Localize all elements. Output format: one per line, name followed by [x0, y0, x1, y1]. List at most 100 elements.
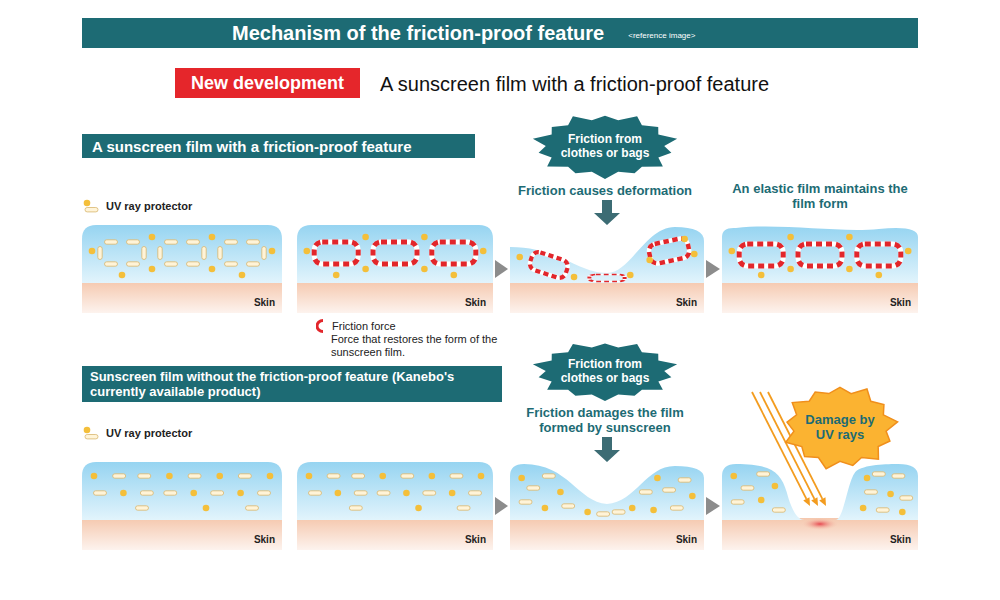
film-illustration [297, 462, 493, 550]
drawing-part [450, 474, 463, 478]
skin-label: Skin [890, 534, 911, 546]
legend-row: UV ray protector [82, 199, 192, 213]
legend-row: UV ray protector [82, 426, 192, 440]
drawing-part [335, 490, 342, 497]
drawing-part [892, 474, 905, 478]
skin-panel: Skin [722, 225, 918, 313]
drawing-part [562, 504, 575, 508]
legend-note: Force that restores the form of the suns… [331, 333, 501, 359]
drawing-part [98, 247, 102, 260]
subtitle: A sunscreen film with a friction-proof f… [380, 72, 769, 96]
drawing-part [589, 274, 624, 281]
drawing-part [612, 510, 625, 514]
skin-layer [82, 281, 282, 313]
drawing-part [670, 506, 683, 510]
sunscreen-film [510, 464, 704, 520]
title-bar: Mechanism of the friction-proof feature<… [82, 18, 918, 48]
skin-label: Skin [890, 297, 911, 309]
drawing-part [354, 491, 367, 495]
drawing-part [314, 242, 358, 264]
skin-label: Skin [465, 297, 486, 309]
drawing-part [528, 250, 569, 279]
uv-protectors [729, 234, 912, 279]
drawing-part [786, 387, 898, 468]
drawing-part [362, 266, 369, 273]
drawing-part [218, 247, 222, 260]
drawing-part [787, 234, 794, 241]
drawing-part [352, 474, 365, 478]
drawing-part [480, 248, 487, 255]
drawing-part [211, 491, 224, 495]
drawing-part [421, 234, 428, 241]
drawing-part [519, 500, 532, 504]
drawing-part [247, 240, 260, 244]
drawing-part [864, 475, 871, 482]
drawing-part [860, 505, 867, 512]
skin-panel: Skin [722, 462, 918, 550]
legend-sample [316, 319, 328, 333]
drawing-part [94, 491, 107, 495]
drawing-part [327, 474, 340, 478]
legend-sample [82, 426, 102, 440]
drawing-part [451, 272, 458, 279]
drawing-part [731, 500, 744, 504]
drawing-part [527, 486, 540, 490]
drawing-part [533, 343, 677, 401]
drawing-part [900, 496, 913, 500]
drawing-part [216, 473, 223, 480]
drawing-part [306, 473, 313, 480]
legend-text: UV ray protector [106, 200, 192, 212]
drawing-part [557, 489, 564, 496]
drawing-part [91, 473, 98, 480]
drawing-part [373, 242, 417, 264]
uv-protectors [306, 473, 485, 512]
drawing-part [105, 240, 118, 244]
skin-layer [297, 281, 493, 313]
drawing-part [269, 248, 276, 255]
skin-layer [82, 518, 282, 550]
drawing-part [803, 497, 810, 506]
drawing-part [187, 240, 200, 244]
drawing-part [516, 254, 523, 261]
drawing-part [846, 234, 853, 241]
drawing-part [629, 505, 636, 512]
drawing-part [84, 427, 91, 434]
drawing-part [757, 472, 770, 476]
drawing-part [98, 240, 146, 266]
drawing-part [857, 244, 901, 266]
drawing-part [138, 474, 151, 478]
drawing-part [188, 474, 201, 478]
drawing-part [584, 509, 591, 516]
drawing-part [589, 274, 624, 281]
drawing-part [432, 242, 476, 264]
drawing-part [202, 247, 206, 260]
flow-arrow [594, 200, 620, 225]
drawing-part [899, 509, 906, 516]
drawing-part [787, 266, 794, 273]
sunscreen-film [510, 227, 704, 283]
uv-protectors [91, 473, 274, 512]
friction-burst: Friction from clothes or bagsFriction da… [505, 340, 705, 435]
reference-note: <reference image> [628, 27, 695, 40]
sunscreen-film [297, 462, 493, 520]
drawing-part [209, 234, 216, 241]
damage-burst: Damage by UV rays [780, 382, 900, 472]
drawing-part [887, 491, 894, 498]
film-illustration [722, 225, 918, 313]
drawing-part [469, 491, 482, 495]
burst-caption: Friction damages the film formed by suns… [505, 405, 705, 435]
skin-panel: Skin [82, 462, 282, 550]
drawing-part [84, 200, 91, 207]
drawing-part [262, 247, 266, 260]
drawing-part [689, 493, 696, 500]
skin-layer [722, 281, 918, 313]
drawing-part [760, 392, 814, 499]
skin-panel: Skin [297, 225, 493, 313]
film-illustration [82, 225, 282, 313]
drawing-part [857, 244, 901, 266]
uv-protectors [518, 474, 695, 516]
drawing-part [758, 497, 765, 504]
drawing-part [691, 251, 698, 258]
legend-text: Friction force [332, 320, 396, 332]
flow-arrow [706, 260, 720, 278]
